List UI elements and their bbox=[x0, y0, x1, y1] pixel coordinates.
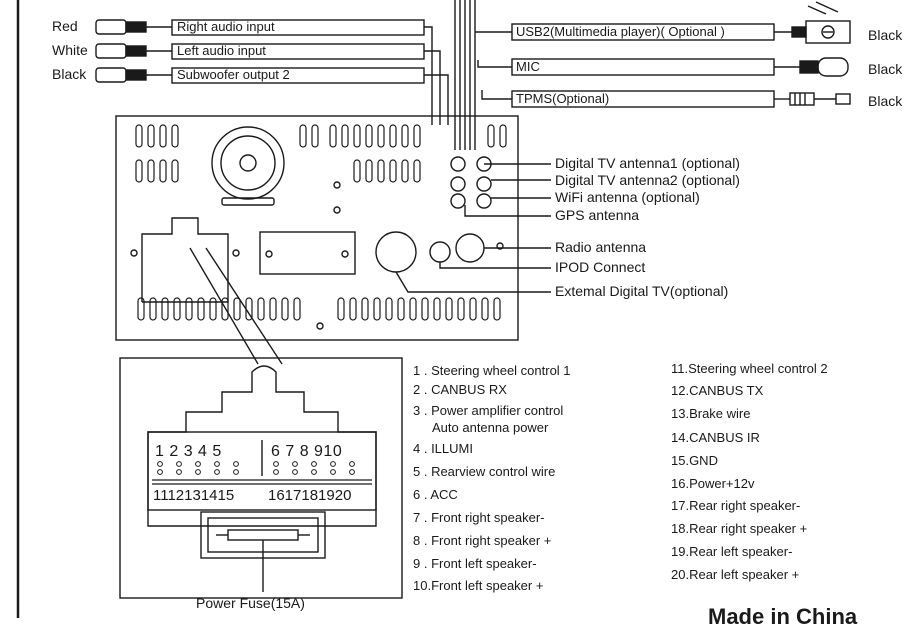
left-audio-input-label: Left audio input bbox=[177, 43, 266, 58]
digital-tv-antenna1-label: Digital TV antenna1 (optional) bbox=[555, 155, 740, 171]
pin-numbers-top-right: 6 7 8 910 bbox=[271, 443, 343, 460]
pin-desc-3: 3 . Power amplifier control bbox=[413, 403, 564, 418]
mic-label-box bbox=[511, 58, 775, 76]
rca-plugs bbox=[95, 19, 172, 83]
gps-antenna-label: GPS antenna bbox=[555, 207, 640, 223]
usb-plug bbox=[774, 1, 851, 44]
pin-desc-20: 20.Rear left speaker + bbox=[671, 567, 800, 582]
pin-desc-19: 19.Rear left speaker- bbox=[671, 544, 793, 559]
vent-slots bbox=[135, 124, 507, 321]
pin-desc-5: 5 . Rearview control wire bbox=[413, 464, 556, 479]
pin-desc-3b: Auto antenna power bbox=[432, 420, 549, 435]
pin-desc-13: 13.Brake wire bbox=[671, 406, 751, 421]
connector-detail bbox=[119, 247, 403, 599]
tpms-label: TPMS(Optional) bbox=[516, 91, 610, 106]
audio-color-red: Red bbox=[52, 18, 78, 34]
antenna-leaders bbox=[395, 163, 551, 293]
pin-desc-8: 8 . Front right speaker + bbox=[413, 533, 552, 548]
pin-desc-6: 6 . ACC bbox=[413, 487, 458, 502]
ipod-connect-label: IPOD Connect bbox=[555, 259, 646, 275]
mic-color: Black bbox=[868, 61, 903, 77]
head-unit-back bbox=[115, 115, 519, 341]
pin-desc-4: 4 . ILLUMI bbox=[413, 441, 473, 456]
pin-desc-16: 16.Power+12v bbox=[671, 476, 755, 491]
pin-desc-12: 12.CANBUS TX bbox=[671, 383, 764, 398]
pin-desc-1: 1 . Steering wheel control 1 bbox=[413, 363, 571, 378]
pin-desc-15: 15.GND bbox=[671, 453, 718, 468]
digital-tv-antenna2-label: Digital TV antenna2 (optional) bbox=[555, 172, 740, 188]
usb-label: USB2(Multimedia player)( Optional ) bbox=[516, 24, 725, 39]
external-digital-tv-label: Extemal Digital TV(optional) bbox=[555, 283, 729, 299]
pin-desc-11: 11.Steering wheel control 2 bbox=[671, 361, 828, 376]
radio-antenna-label: Radio antenna bbox=[555, 239, 647, 255]
pin-numbers-top-left: 1 2 3 4 5 bbox=[155, 443, 222, 460]
audio-color-white: White bbox=[52, 42, 88, 58]
power-fuse-label: Power Fuse(15A) bbox=[196, 595, 305, 611]
pin-desc-10: 10.Front left speaker + bbox=[413, 578, 544, 593]
pin-desc-14: 14.CANBUS IR bbox=[671, 430, 760, 445]
pin-desc-17: 17.Rear right speaker- bbox=[671, 498, 801, 513]
pin-numbers-bottom-right: 1617181920 bbox=[268, 487, 352, 504]
wifi-antenna-label: WiFi antenna (optional) bbox=[555, 189, 700, 205]
tpms-color: Black bbox=[868, 93, 903, 109]
pin-holes bbox=[157, 461, 355, 475]
subwoofer-output-label: Subwoofer output 2 bbox=[177, 67, 290, 82]
mic-label: MIC bbox=[516, 59, 540, 74]
right-audio-input-label: Right audio input bbox=[177, 19, 275, 34]
mic-plug bbox=[774, 57, 849, 77]
made-in-china-label: Made in China bbox=[708, 604, 858, 629]
usb-color: Black bbox=[868, 27, 903, 43]
cable-bundle bbox=[454, 0, 476, 150]
pin-desc-9: 9 . Front left speaker- bbox=[413, 556, 537, 571]
tpms-plug bbox=[774, 92, 851, 106]
pin-desc-2: 2 . CANBUS RX bbox=[413, 382, 507, 397]
audio-color-black: Black bbox=[52, 66, 87, 82]
pin-numbers-bottom-left: 1112131415 bbox=[153, 487, 235, 504]
pin-desc-7: 7 . Front right speaker- bbox=[413, 510, 545, 525]
pin-desc-18: 18.Rear right speaker + bbox=[671, 521, 808, 536]
